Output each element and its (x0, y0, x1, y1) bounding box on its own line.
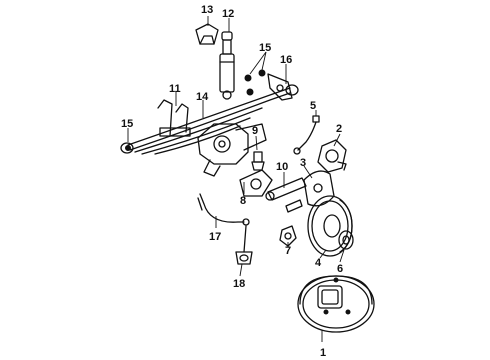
axle-shaft (265, 177, 307, 213)
stabilizer-bar (197, 193, 250, 226)
callout-5: 5 (310, 100, 316, 112)
spring-shackle (244, 69, 293, 101)
callout-8: 8 (240, 195, 246, 207)
callout-13: 13 (201, 4, 213, 16)
leaf-spring (120, 84, 299, 155)
callout-3: 3 (300, 157, 306, 169)
callout-11: 11 (169, 83, 181, 95)
callout-2: 2 (336, 123, 342, 135)
wheel-hub (279, 225, 297, 247)
wheel-bearing (338, 230, 354, 250)
hub-rotor-assembly (297, 275, 375, 333)
ball-joint-stud (251, 151, 265, 171)
brake-rotor (307, 195, 353, 257)
leader-lines (127, 16, 345, 342)
stabilizer-link (235, 225, 253, 265)
steering-spindle (239, 169, 273, 197)
callout-15-lower: 15 (121, 118, 133, 130)
callout-9: 9 (252, 125, 258, 137)
callout-6: 6 (337, 263, 343, 275)
callout-labels: 1 2 3 4 5 6 7 8 9 10 11 12 13 14 15 15 1… (121, 4, 343, 359)
callout-18: 18 (233, 278, 245, 290)
axle-knuckle-assembly (197, 123, 267, 177)
brake-hose (293, 115, 320, 155)
upper-shock-bracket (195, 23, 219, 45)
callout-14: 14 (196, 91, 209, 103)
shock-absorber (219, 31, 235, 100)
callout-17: 17 (209, 231, 221, 243)
brake-caliper (317, 139, 347, 173)
callout-4: 4 (315, 257, 322, 269)
callout-16: 16 (280, 54, 292, 66)
callout-7: 7 (285, 245, 291, 257)
callout-10: 10 (276, 161, 288, 173)
callout-1: 1 (320, 347, 326, 359)
front-spring-bushing (125, 145, 131, 151)
callout-15-upper: 15 (259, 42, 271, 54)
callout-12: 12 (222, 8, 234, 20)
